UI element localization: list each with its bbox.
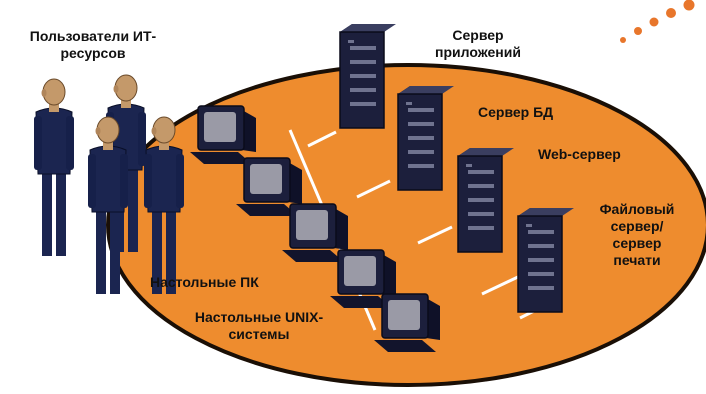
db-server-icon: [397, 86, 454, 191]
decorative-dots: [620, 0, 695, 43]
unix-workstation-2-icon: [374, 293, 440, 352]
desktop-pc-label: Настольные ПК: [150, 274, 259, 290]
user-3-icon: [88, 116, 128, 294]
desktop-pc-1-icon: [190, 105, 256, 164]
app-server-label: Сервер приложений: [435, 27, 521, 60]
web-server-label: Web-сервер: [538, 146, 621, 162]
unix-systems-label: Настольные UNIX- системы: [194, 309, 324, 342]
user-4-icon: [144, 116, 184, 294]
desktop-pc-2-icon: [236, 157, 302, 216]
unix-workstation-1-icon: [330, 249, 396, 308]
app-server-icon: [339, 24, 396, 129]
users-label: Пользователи ИТ- ресурсов: [29, 28, 157, 61]
db-server-label: Сервер БД: [478, 104, 554, 120]
file-server-icon: [517, 208, 574, 313]
user-1-icon: [34, 78, 74, 256]
file-server-label: Файловый сервер/ сервер печати: [599, 201, 675, 268]
web-server-icon: [457, 148, 514, 253]
desktop-pc-3-icon: [282, 203, 348, 262]
